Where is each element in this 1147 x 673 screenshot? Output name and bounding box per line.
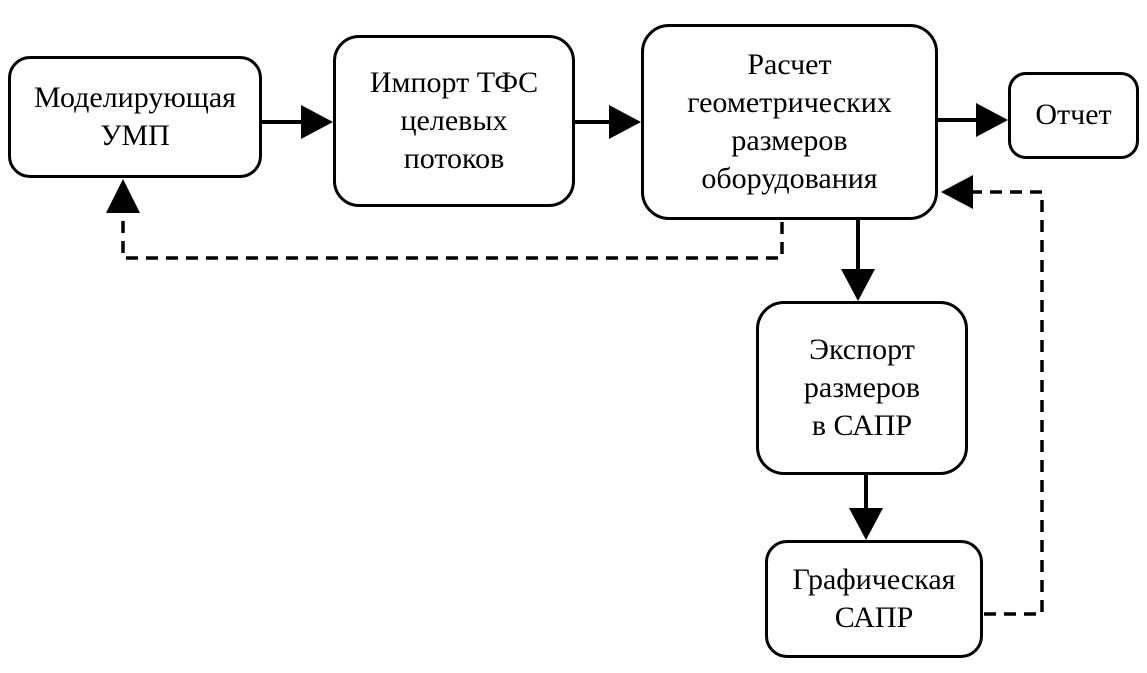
- node-graphic-cad-label: Графическая САПР: [792, 562, 956, 634]
- node-modeling-ump: Моделирующая УМП: [8, 56, 262, 178]
- arrowhead-graphic-cad-to-calc-dimensions: [941, 175, 973, 209]
- node-graphic-cad: Графическая САПР: [765, 540, 983, 658]
- node-import-tfs: Импорт ТФС целевых потоков: [333, 35, 575, 207]
- arrowhead-modeling-ump-to-import-tfs: [301, 105, 333, 139]
- arrowhead-calc-dimensions-to-report: [976, 103, 1008, 137]
- node-export-to-cad: Экспорт размеров в САПР: [756, 301, 968, 475]
- dashed-arrow-calc-dimensions-to-modeling-ump: [121, 210, 784, 260]
- arrowhead-export-to-cad-to-graphic-cad: [849, 508, 883, 540]
- node-calc-dimensions-label: Расчет геометрических размеров оборудова…: [687, 47, 892, 196]
- arrowhead-import-tfs-to-calc-dimensions: [609, 105, 641, 139]
- node-import-tfs-label: Импорт ТФС целевых потоков: [369, 65, 539, 176]
- node-export-to-cad-label: Экспорт размеров в САПР: [803, 332, 921, 443]
- arrowhead-calc-dimensions-to-export-to-cad: [841, 269, 875, 301]
- node-report-label: Отчет: [1035, 98, 1112, 132]
- node-modeling-ump-label: Моделирующая УМП: [34, 80, 236, 152]
- node-report: Отчет: [1008, 72, 1139, 159]
- node-calc-dimensions: Расчет геометрических размеров оборудова…: [641, 24, 938, 220]
- dashed-arrow-graphic-cad-to-calc-dimensions: [968, 190, 1044, 616]
- arrowhead-calc-dimensions-to-modeling-ump: [106, 179, 140, 213]
